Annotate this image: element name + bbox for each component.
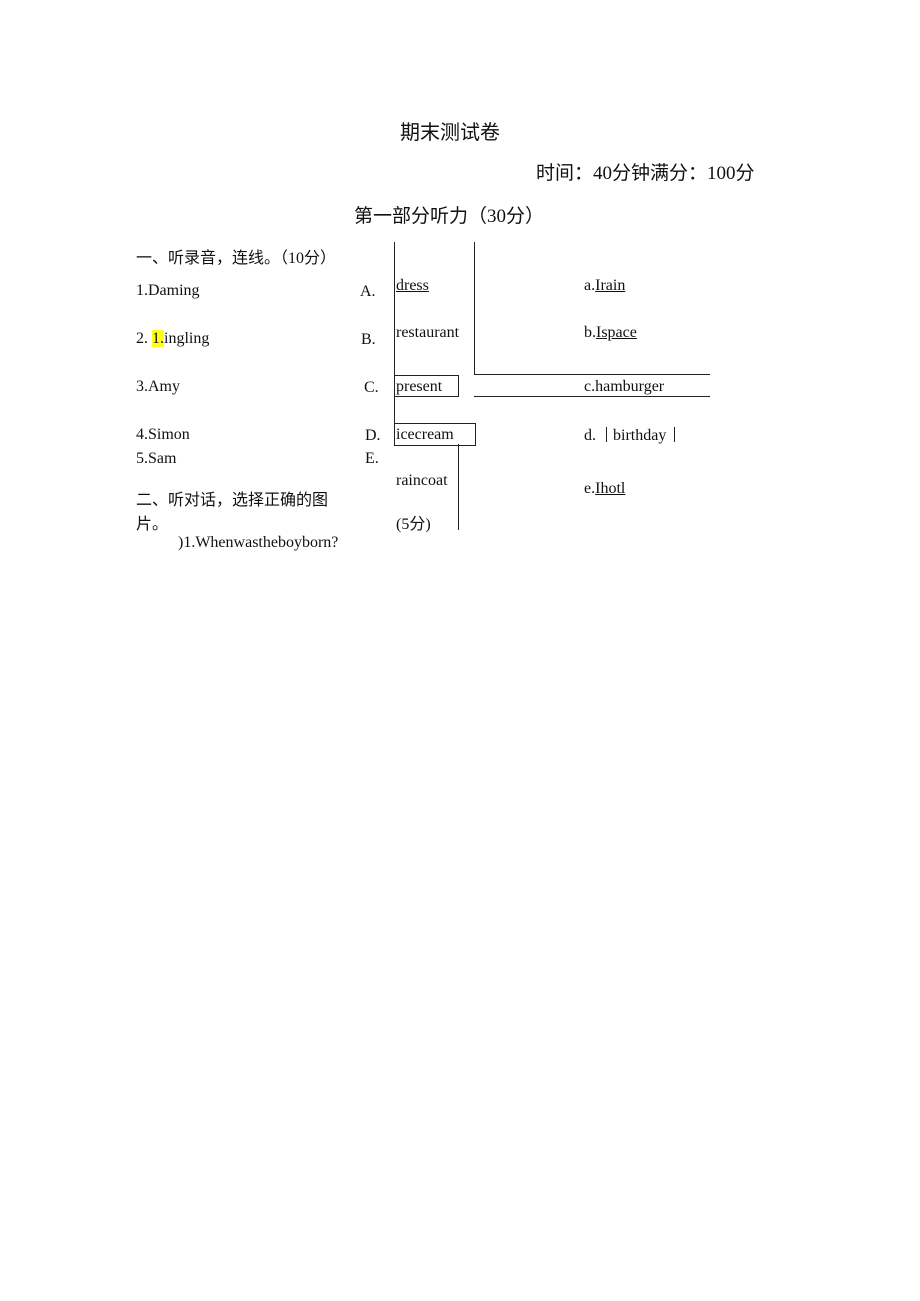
horizontal-line — [474, 396, 710, 397]
option-item: b.Ispace — [584, 324, 637, 341]
letter-label: B. — [361, 331, 376, 348]
question-1: )1.Whenwastheboyborn? — [178, 534, 339, 551]
vertical-line — [394, 242, 395, 434]
word-item: restaurant — [396, 324, 460, 341]
highlighted-text: 1. — [152, 330, 164, 347]
letter-label: E. — [365, 450, 379, 467]
letter-label: C. — [364, 379, 379, 396]
horizontal-line — [474, 374, 710, 375]
time-info: 时间：40分钟满分：100分 — [536, 163, 755, 184]
word-item: icecream — [396, 426, 454, 443]
name-item: 5.Sam — [136, 450, 177, 467]
option-item: a.Irain — [584, 277, 626, 294]
bar-mark — [674, 427, 676, 442]
part-one-title: 第一部分听力（30分） — [354, 206, 545, 227]
word-item: dress — [396, 277, 429, 294]
vertical-line — [474, 242, 475, 375]
word-item: raincoat — [396, 472, 448, 489]
letter-label: D. — [365, 427, 381, 444]
name-item: 1.Daming — [136, 282, 200, 299]
section-one-heading: 一、听录音，连线。（10分） — [136, 250, 337, 267]
word-item: present — [396, 378, 443, 395]
word-box — [394, 423, 476, 446]
section-two-heading: 二、听对话，选择正确的图 — [136, 492, 329, 509]
section-two-heading-cont: 片。 — [136, 516, 169, 533]
name-item: 3.Amy — [136, 378, 180, 395]
vertical-line — [458, 444, 459, 530]
name-item: 4.Simon — [136, 426, 190, 443]
section-two-score: (5分) — [396, 516, 431, 533]
bar-mark — [606, 427, 607, 442]
letter-label: A. — [360, 283, 376, 300]
word-box — [394, 375, 459, 397]
name-item: 2. 1.ingling — [136, 330, 210, 347]
page-title: 期末测试卷 — [400, 122, 500, 144]
option-item: d. birthday — [584, 427, 676, 445]
option-item: c.hamburger — [584, 378, 665, 395]
option-item: e.Ihotl — [584, 480, 626, 497]
